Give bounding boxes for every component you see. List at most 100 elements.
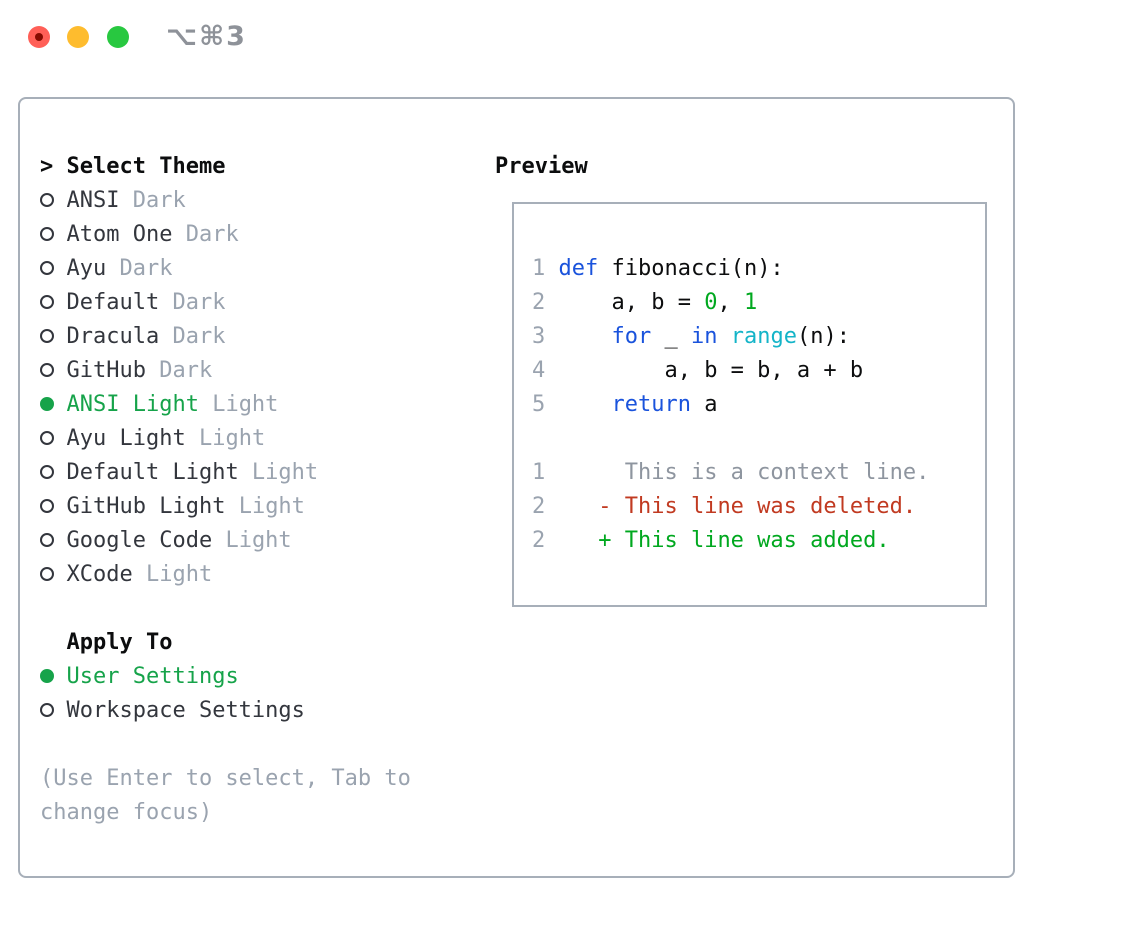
line-number: 2 (532, 290, 546, 315)
option-label: ANSI (66, 188, 120, 213)
code-line (532, 422, 985, 456)
code-token: - This line was deleted. (558, 494, 917, 519)
radio-unselected-icon (40, 354, 67, 388)
code-line: 4 a, b = b, a + b (532, 354, 985, 388)
code-token: This is a context line. (558, 460, 930, 485)
theme-variant-label: Light (225, 494, 305, 519)
caret-icon: > (40, 154, 54, 179)
radio-unselected-icon (40, 558, 67, 592)
code-line: 5 return a (532, 388, 985, 422)
option-label: GitHub (66, 358, 146, 383)
line-number: 1 (532, 256, 546, 281)
code-line: 2 - This line was deleted. (532, 490, 985, 524)
window-title-shortcut: ⌥⌘3 (166, 21, 247, 52)
code-token: def (558, 256, 599, 281)
line-number: 4 (532, 358, 546, 383)
code-token: 1 (743, 290, 758, 315)
code-token: + This line was added. (558, 528, 890, 553)
radio-unselected-icon (40, 320, 67, 354)
radio-unselected-icon (40, 218, 67, 252)
code-token: a, b = b, a + b (558, 358, 864, 383)
theme-option[interactable]: Default Dark (40, 286, 486, 320)
option-label: Dracula (66, 324, 160, 349)
radio-unselected-icon (40, 490, 67, 524)
theme-option[interactable]: Dracula Dark (40, 320, 486, 354)
select-theme-header: > Select Theme (40, 150, 486, 184)
theme-option[interactable]: Ayu Dark (40, 252, 486, 286)
theme-option[interactable]: XCode Light (40, 558, 486, 592)
option-label: GitHub Light (66, 494, 226, 519)
theme-option[interactable]: GitHub Dark (40, 354, 486, 388)
preview-header-label: Preview (495, 154, 588, 179)
code-line: 2 a, b = 0, 1 (532, 286, 985, 320)
code-token: for (611, 324, 652, 349)
code-token (559, 392, 612, 417)
theme-variant-label: Light (185, 426, 266, 451)
code-token: 0 (704, 290, 718, 315)
theme-variant-label: Dark (159, 290, 226, 315)
theme-variant-label: Light (238, 460, 319, 485)
theme-option[interactable]: Atom One Dark (40, 218, 486, 252)
traffic-light-zoom-button[interactable] (107, 26, 129, 48)
radio-unselected-icon (40, 252, 67, 286)
radio-unselected-icon (40, 524, 67, 558)
theme-variant-label: Dark (145, 358, 213, 383)
option-label: User Settings (66, 664, 239, 689)
line-number: 2 (532, 494, 546, 519)
theme-variant-label: Light (212, 528, 292, 553)
code-token: _ (651, 324, 691, 349)
keyboard-hint: (Use Enter to select, Tab to change focu… (40, 766, 411, 825)
radio-unselected-icon (40, 286, 67, 320)
code-token: a (690, 392, 718, 417)
theme-variant-label: Dark (119, 188, 186, 213)
code-token: , (717, 290, 744, 315)
apply-to-header: Apply To (40, 626, 486, 660)
theme-option[interactable]: Ayu Light Light (40, 422, 486, 456)
apply-to-option[interactable]: Workspace Settings (40, 694, 486, 728)
option-label: Ayu (66, 256, 107, 281)
code-token (717, 324, 730, 349)
code-token: (n): (796, 324, 850, 349)
traffic-light-close-button[interactable] (28, 26, 50, 48)
theme-option[interactable]: Google Code Light (40, 524, 486, 558)
option-label: Default Light (66, 460, 239, 485)
code-token: in (690, 324, 718, 349)
radio-selected-icon (40, 388, 67, 422)
theme-option[interactable]: Default Light Light (40, 456, 486, 490)
line-number: 2 (532, 528, 546, 553)
traffic-light-minimize-button[interactable] (67, 26, 89, 48)
theme-option[interactable]: ANSI Light Light (40, 388, 486, 422)
code-token: return (611, 392, 691, 417)
spacer (40, 592, 486, 626)
option-label: ANSI Light (66, 392, 199, 417)
line-number: 3 (532, 324, 546, 349)
option-label: Atom One (66, 222, 173, 247)
option-label: Ayu Light (66, 426, 186, 451)
code-line: 3 for _ in range(n): (532, 320, 985, 354)
apply-to-option[interactable]: User Settings (40, 660, 486, 694)
theme-variant-label: Dark (172, 222, 239, 247)
line-number: 1 (532, 460, 546, 485)
option-label: Workspace Settings (66, 698, 305, 723)
option-label: Default (66, 290, 160, 315)
option-label: Google Code (66, 528, 213, 553)
option-label: XCode (66, 562, 133, 587)
code-token: a, b = (558, 290, 705, 315)
theme-variant-label: Light (132, 562, 213, 587)
theme-option[interactable]: GitHub Light Light (40, 490, 486, 524)
radio-unselected-icon (40, 694, 67, 728)
code-line: 2 + This line was added. (532, 524, 985, 558)
radio-unselected-icon (40, 422, 67, 456)
code-line: 1 This is a context line. (532, 456, 985, 490)
select-theme-header-label: Select Theme (66, 154, 226, 179)
theme-option[interactable]: ANSI Dark (40, 184, 486, 218)
code-token: range (730, 324, 797, 349)
radio-selected-icon (40, 660, 67, 694)
